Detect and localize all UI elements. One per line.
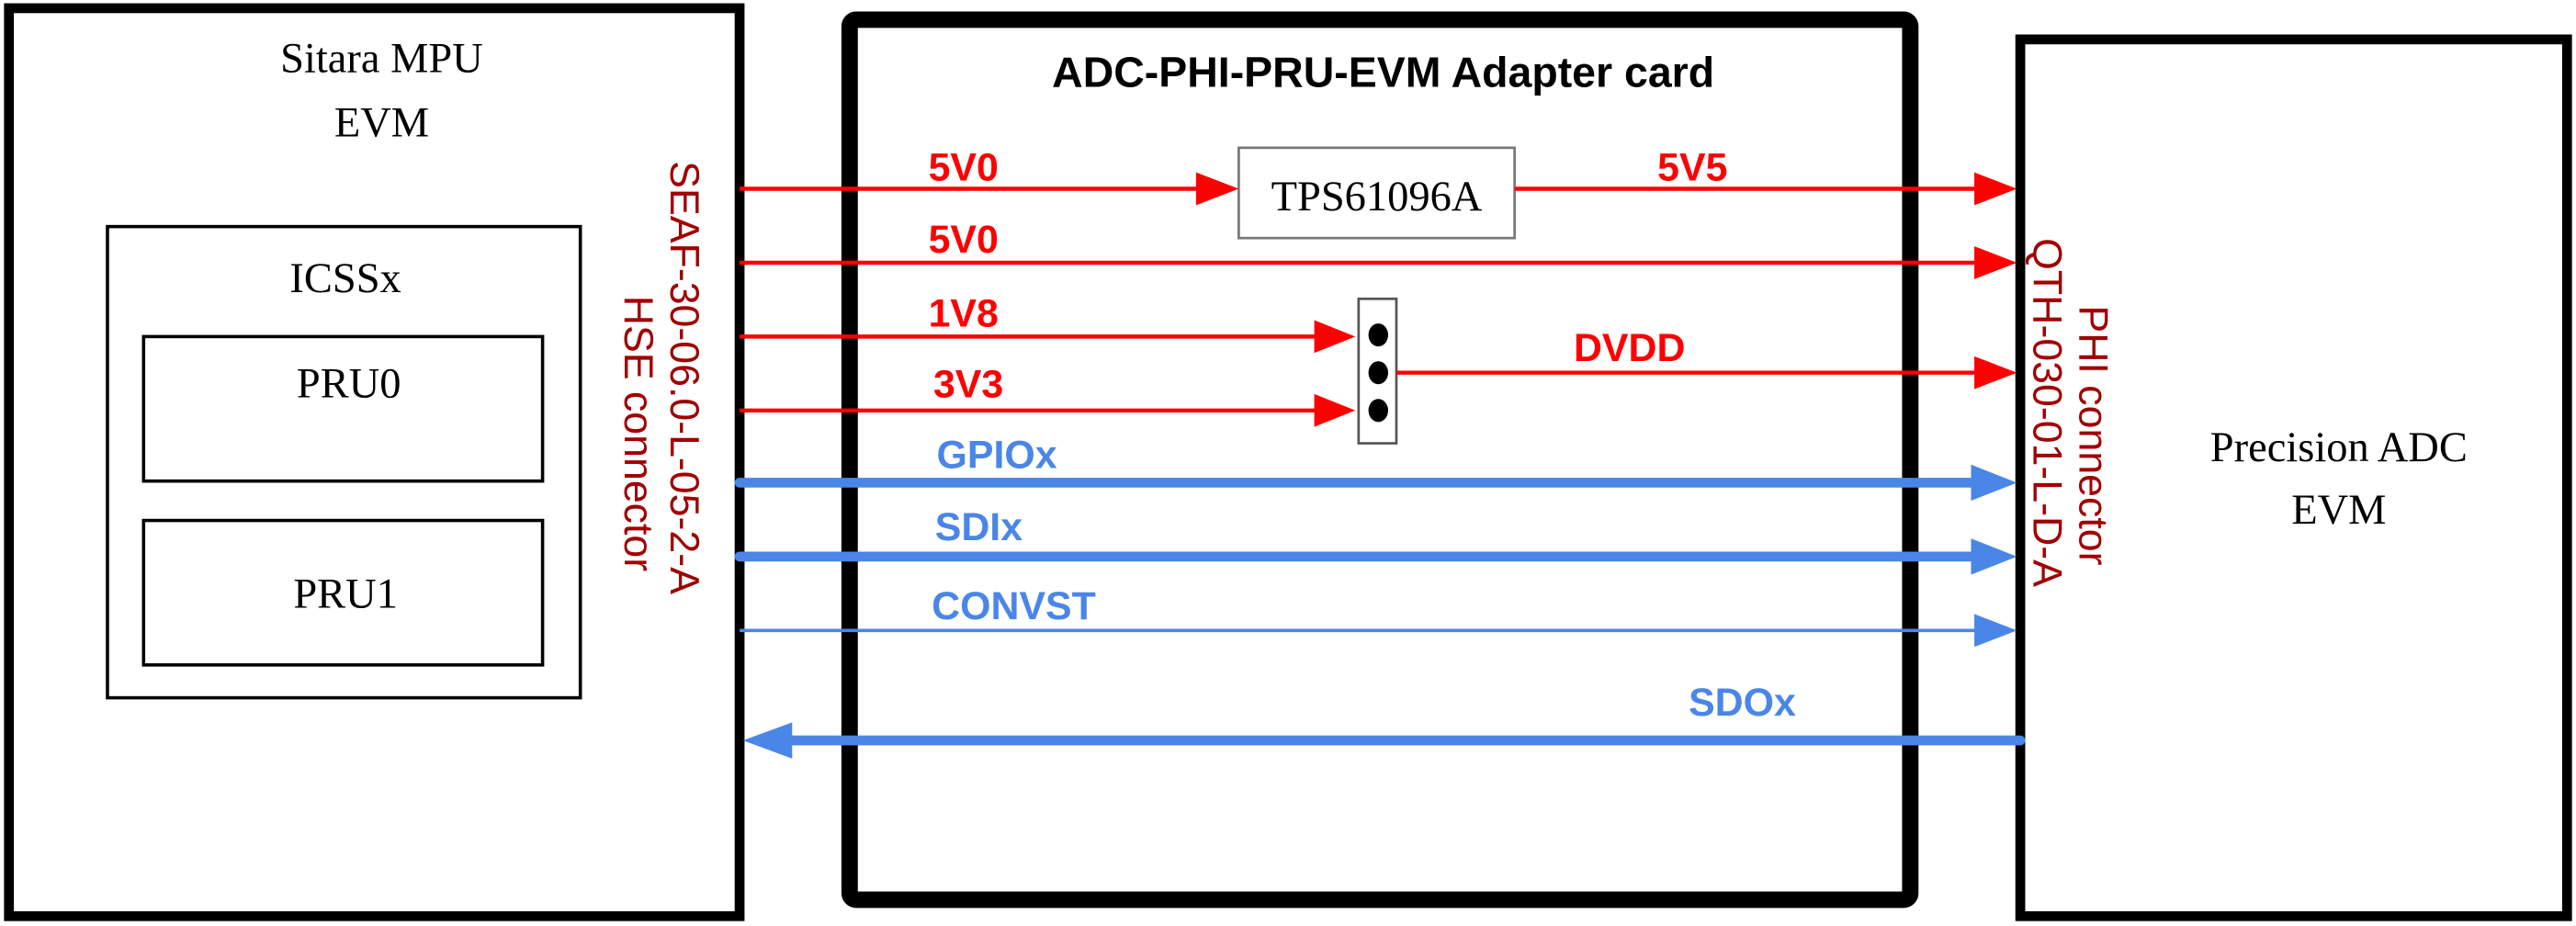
adapter-title: ADC-PHI-PRU-EVM Adapter card — [1052, 49, 1714, 96]
signal-5v0-to-regulator — [740, 172, 1239, 206]
sitara-mpu-evm-block: Sitara MPU EVM ICSSx PRU0 PRU1 — [4, 3, 745, 921]
pru1-label: PRU1 — [293, 570, 398, 617]
label-5v5: 5V5 — [1657, 146, 1727, 190]
label-gpiox: GPIOx — [937, 433, 1057, 477]
signal-dvdd — [1395, 356, 2017, 390]
hse-connector-name: HSE connector — [616, 296, 661, 572]
signal-5v0-direct — [740, 246, 2017, 279]
label-dvdd: DVDD — [1574, 326, 1685, 370]
mpu-title-line2: EVM — [334, 99, 429, 146]
hse-connector-part: SEAF-30-06.0-L-05-2-A — [661, 161, 706, 594]
pru1-block — [141, 518, 545, 667]
mpu-title-line1: Sitara MPU — [280, 36, 483, 83]
adc-title-line2: EVM — [2291, 487, 2386, 534]
regulator-label: TPS61096A — [1271, 174, 1483, 220]
phi-connector-part: QTH-030-01-L-D-A — [2024, 238, 2069, 587]
label-3v3: 3V3 — [933, 363, 1003, 407]
label-convst: CONVST — [932, 584, 1096, 628]
adapter-card-block: ADC-PHI-PRU-EVM Adapter card — [841, 11, 1919, 909]
signal-3v3 — [740, 393, 1356, 427]
label-1v8: 1V8 — [929, 292, 999, 336]
icss-block — [106, 224, 582, 700]
adc-title-line1: Precision ADC — [2210, 424, 2468, 471]
voltage-select-jumper — [1357, 297, 1398, 445]
pru0-label: PRU0 — [297, 361, 401, 408]
signal-1v8 — [740, 320, 1356, 354]
signal-5v5 — [1514, 172, 2017, 206]
label-sdix: SDIx — [935, 505, 1022, 549]
pru0-block — [141, 334, 545, 483]
label-5v0-a: 5V0 — [929, 146, 999, 190]
label-sdox: SDOx — [1689, 681, 1796, 725]
signal-convst — [740, 614, 2017, 648]
signal-sdix — [734, 538, 2017, 575]
tps61096a-regulator — [1237, 146, 1516, 240]
label-5v0-b: 5V0 — [929, 218, 999, 262]
phi-connector-name: PHI connector — [2070, 305, 2115, 565]
icss-label: ICSSx — [289, 255, 401, 302]
signal-sdox — [742, 722, 2026, 759]
precision-adc-evm-block: Precision ADC EVM — [2015, 34, 2572, 921]
signal-gpiox — [734, 464, 2017, 502]
